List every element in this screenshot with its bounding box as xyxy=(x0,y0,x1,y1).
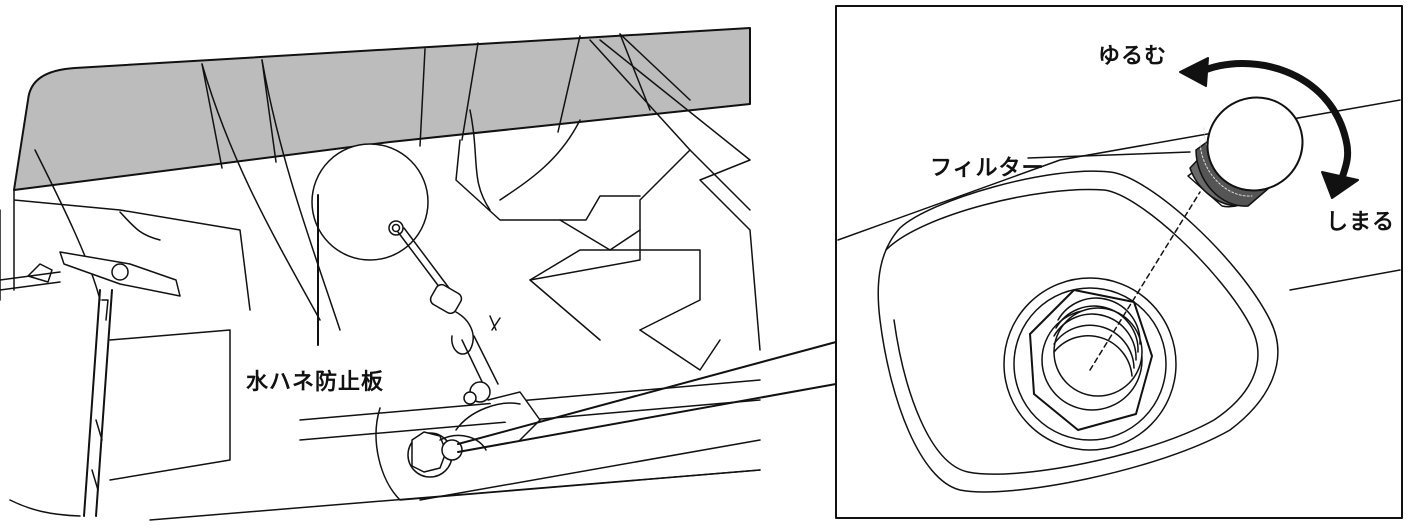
splash-guard-label: 水ハネ防止板 xyxy=(246,370,385,395)
inlet-valve-small xyxy=(407,431,487,478)
zoom-callout-lines xyxy=(457,341,837,453)
filter-label: フィルター xyxy=(930,156,1045,181)
loosen-label: ゆるむ xyxy=(1098,44,1168,69)
rotation-arrow-icon xyxy=(1196,60,1352,182)
detail-box xyxy=(835,5,1403,519)
float-ball xyxy=(311,143,429,261)
tighten-label: しまる xyxy=(1326,210,1396,235)
filter-cap xyxy=(1187,96,1304,208)
tank-overview xyxy=(0,27,761,521)
splash-guard-plate xyxy=(13,27,751,191)
